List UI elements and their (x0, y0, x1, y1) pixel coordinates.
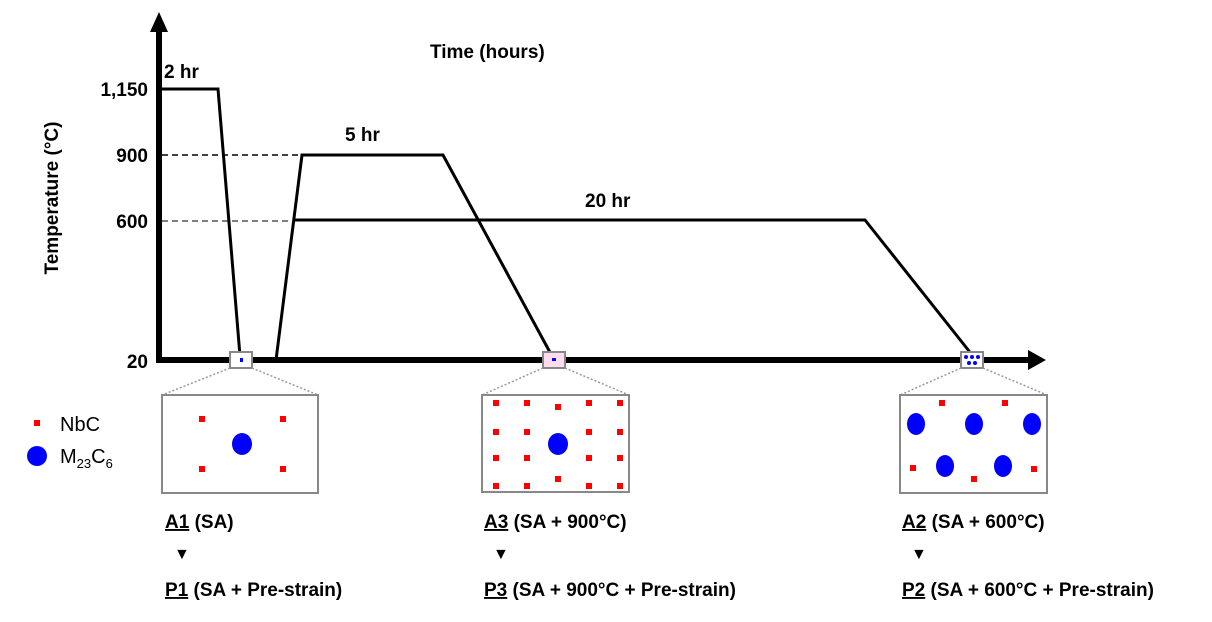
hold-label-5hr: 5 hr (345, 125, 380, 146)
y-axis-label: Temperature (°C) (42, 122, 63, 275)
marker-a2 (960, 351, 984, 369)
down-arrow-icon: ▼ (911, 546, 927, 563)
nbc-particle (524, 400, 530, 406)
hold-label-2hr: 2 hr (164, 62, 199, 83)
x-axis-title: Time (hours) (430, 42, 545, 63)
nbc-particle (524, 455, 530, 461)
nbc-particle (617, 483, 623, 489)
sample-a1: A1 (SA) ▼ P1 (SA + Pre-strain) (165, 512, 342, 601)
legend-nbc-swatch (34, 420, 40, 426)
x-axis-arrow-icon (1028, 350, 1046, 370)
nbc-particle (555, 476, 561, 482)
microstructure-a2 (899, 394, 1048, 494)
profile-solution-anneal (160, 87, 242, 357)
nbc-particle (524, 429, 530, 435)
y-tick-600: 600 (116, 212, 148, 233)
y-tick-900: 900 (116, 146, 148, 167)
microstructure-a1 (161, 394, 319, 494)
nbc-particle (493, 429, 499, 435)
svg-text:A3 (SA + 900°C): A3 (SA + 900°C) (484, 512, 627, 533)
legend-m23c6-label: M23C6 (60, 446, 113, 471)
down-arrow-icon: ▼ (493, 546, 509, 563)
nbc-particle (493, 483, 499, 489)
nbc-particle (617, 455, 623, 461)
nbc-particle (617, 429, 623, 435)
profile-600 (293, 218, 975, 357)
y-axis-arrow-icon (150, 12, 168, 32)
svg-text:P2 (SA + 600°C + Pre-strain): P2 (SA + 600°C + Pre-strain) (902, 580, 1154, 601)
svg-text:P3 (SA + 900°C + Pre-strain): P3 (SA + 900°C + Pre-strain) (484, 580, 736, 601)
nbc-particle (555, 404, 561, 410)
y-tick-1150: 1,150 (100, 80, 148, 101)
svg-text:P1 (SA + Pre-strain): P1 (SA + Pre-strain) (165, 580, 342, 601)
y-tick-20: 20 (127, 352, 148, 373)
sample-a3: A3 (SA + 900°C) ▼ P3 (SA + 900°C + Pre-s… (484, 512, 736, 601)
legend-m23c6-swatch (27, 446, 47, 466)
nbc-particle (493, 455, 499, 461)
profile-900 (274, 153, 554, 361)
microstructure-a3 (481, 394, 630, 493)
svg-text:A2 (SA + 600°C): A2 (SA + 600°C) (902, 512, 1045, 533)
marker-a1 (229, 351, 253, 369)
down-arrow-icon: ▼ (174, 546, 190, 563)
zoom-connectors (161, 367, 1048, 396)
nbc-particle (586, 455, 592, 461)
nbc-particle (586, 400, 592, 406)
legend-nbc-label: NbC (60, 414, 100, 436)
nbc-particle (586, 429, 592, 435)
nbc-particle (586, 483, 592, 489)
nbc-particle (524, 483, 530, 489)
hold-label-20hr: 20 hr (585, 191, 631, 212)
marker-a3 (542, 351, 566, 369)
nbc-particle (617, 400, 623, 406)
svg-text:A1 (SA): A1 (SA) (165, 512, 234, 533)
nbc-particle (493, 400, 499, 406)
sample-a2: A2 (SA + 600°C) ▼ P2 (SA + 600°C + Pre-s… (902, 512, 1154, 601)
